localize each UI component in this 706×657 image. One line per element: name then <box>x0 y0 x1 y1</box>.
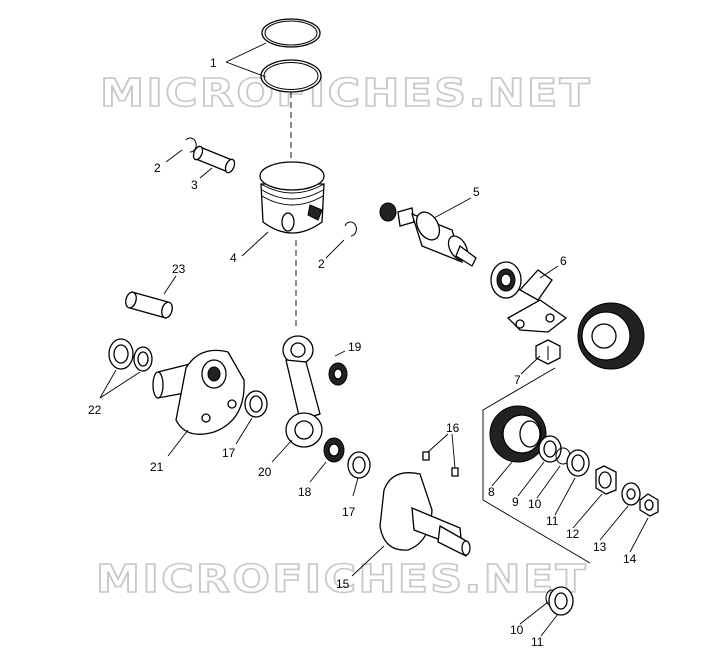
callout-10-lower: 10 <box>510 623 524 637</box>
callout-10-upper: 10 <box>528 497 542 511</box>
callout-13: 13 <box>593 540 607 554</box>
piston[interactable] <box>259 161 325 234</box>
needle-bearing-big-end[interactable] <box>323 437 345 463</box>
washer-13[interactable] <box>621 482 641 506</box>
callout-15: 15 <box>336 577 350 591</box>
callout-21: 21 <box>150 460 164 474</box>
drive-gear[interactable] <box>489 405 547 463</box>
callout-14: 14 <box>623 552 637 566</box>
starter-bearing[interactable] <box>490 261 522 299</box>
circlip-left[interactable] <box>185 137 197 153</box>
callout-1: 1 <box>210 56 217 70</box>
woodruff-keys[interactable] <box>422 451 459 477</box>
callout-23: 23 <box>172 262 186 276</box>
callout-16: 16 <box>446 421 460 435</box>
callout-5: 5 <box>473 185 480 199</box>
callout-18: 18 <box>298 485 312 499</box>
hub-12[interactable] <box>595 465 617 495</box>
bearing-11-lower[interactable] <box>548 586 574 616</box>
nut-14[interactable] <box>639 493 659 517</box>
callout-17-upper: 17 <box>222 446 236 460</box>
watermark-top: MICROFICHES.NET <box>100 71 592 115</box>
starter-gear-large[interactable] <box>577 302 645 370</box>
bolt[interactable] <box>535 339 561 365</box>
callout-3: 3 <box>191 178 198 192</box>
thrust-washer-17-lower[interactable] <box>347 451 371 479</box>
callout-17-lower: 17 <box>342 505 356 519</box>
callout-19: 19 <box>348 340 362 354</box>
callout-9: 9 <box>512 495 519 509</box>
crankshaft-right[interactable] <box>379 472 471 557</box>
connecting-rod[interactable] <box>282 335 323 448</box>
callout-8: 8 <box>488 485 495 499</box>
washer-9[interactable] <box>538 435 562 463</box>
piston-rings[interactable] <box>260 18 322 93</box>
washer-11[interactable] <box>566 449 590 477</box>
piston-pin[interactable] <box>192 145 237 174</box>
callout-12: 12 <box>566 527 580 541</box>
callout-22: 22 <box>88 403 102 417</box>
circlip-right[interactable] <box>344 221 357 237</box>
callout-20: 20 <box>258 465 272 479</box>
callout-7: 7 <box>514 373 521 387</box>
seals[interactable] <box>108 338 153 372</box>
crankshaft-left[interactable] <box>152 349 245 435</box>
callout-6: 6 <box>560 254 567 268</box>
watermark-bottom: MICROFICHES.NET <box>96 557 588 601</box>
callout-2-right: 2 <box>318 257 325 271</box>
thrust-washer-17-upper[interactable] <box>244 390 268 418</box>
needle-bearing-small-end[interactable] <box>328 362 348 386</box>
callout-11-lower: 11 <box>531 635 544 649</box>
callout-2-left: 2 <box>154 161 161 175</box>
starter-motor[interactable] <box>379 202 477 267</box>
callout-4: 4 <box>230 251 237 265</box>
crank-pin[interactable] <box>124 291 174 319</box>
callout-11-upper: 11 <box>546 514 559 528</box>
bracket[interactable] <box>506 269 568 333</box>
